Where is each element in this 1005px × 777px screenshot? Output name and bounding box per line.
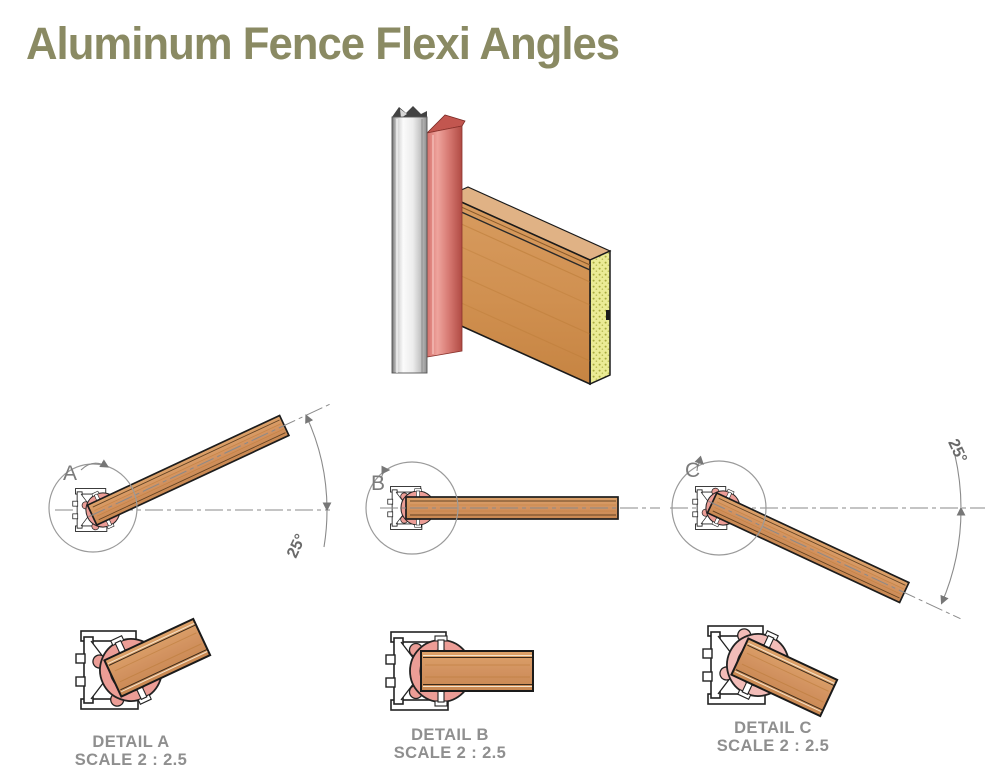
rotated-board-group [86, 617, 212, 716]
detail-c-title: DETAIL C [734, 719, 812, 737]
detail-b-drawing [385, 631, 534, 711]
view-a: A 25° [48, 403, 332, 561]
fence-board [103, 617, 212, 698]
detail-a-scale: SCALE 2 : 2.5 [74, 751, 188, 769]
detail-a-drawing [75, 617, 212, 716]
callout-leader-arrow [694, 455, 704, 472]
fence-board [86, 414, 291, 527]
rotated-board-group [698, 482, 961, 620]
callout-letter-a: A [63, 462, 77, 485]
rotated-board-group [713, 619, 839, 718]
detail-a-title: DETAIL A [92, 733, 170, 751]
angle-dimension-arc [940, 506, 966, 605]
callout-letter-b: B [371, 472, 385, 495]
gasket-strip-3d [425, 114, 466, 358]
callout-leader-arrow [80, 459, 110, 471]
isometric-assembly-view [391, 106, 612, 386]
aluminum-post-3d [391, 106, 428, 374]
view-c: C 25° [670, 437, 985, 620]
angle-dimension-arc [305, 414, 332, 512]
detail-c-scale: SCALE 2 : 2.5 [716, 737, 830, 755]
callout-leader-arrow [380, 465, 391, 485]
page-title: Aluminum Fence Flexi Angles [26, 18, 620, 69]
board-3d [446, 186, 612, 386]
detail-callout-circle-a [48, 463, 138, 553]
board-notch [606, 310, 610, 320]
detail-a-caption: DETAIL A SCALE 2 : 2.5 [21, 733, 241, 769]
detail-callout-circle-c [671, 460, 767, 556]
detail-b-scale: SCALE 2 : 2.5 [393, 744, 507, 762]
detail-c-caption: DETAIL C SCALE 2 : 2.5 [663, 719, 883, 755]
angle-dimension-text: 25° [284, 532, 310, 561]
callout-letter-c: C [685, 459, 700, 482]
detail-b-caption: DETAIL B SCALE 2 : 2.5 [340, 726, 560, 762]
detail-b-title: DETAIL B [411, 726, 489, 744]
rotated-board-group [78, 403, 330, 536]
detail-callout-circle-b [365, 461, 459, 555]
view-b: B [365, 461, 660, 555]
fence-board [730, 637, 839, 718]
detail-c-drawing [702, 619, 839, 718]
angle-dimension-text: 25° [944, 437, 970, 466]
fence-board [706, 491, 911, 604]
